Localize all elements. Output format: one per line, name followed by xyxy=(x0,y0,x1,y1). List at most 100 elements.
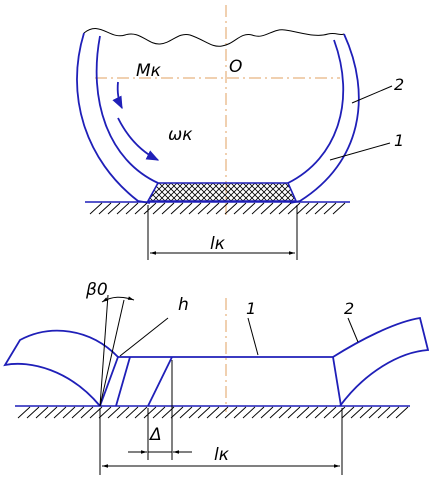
hatch-stroke xyxy=(152,406,166,419)
delta-label: Δ xyxy=(148,425,162,445)
hatch-stroke xyxy=(152,202,166,215)
hatch-stroke xyxy=(233,406,247,419)
hatch-stroke xyxy=(377,406,391,419)
hatch-stroke xyxy=(170,202,184,215)
callout-2-top: 2 xyxy=(394,75,404,94)
hatch-stroke xyxy=(188,202,202,215)
hatch-stroke xyxy=(395,406,409,419)
hatch-stroke xyxy=(305,202,319,215)
hatch-stroke xyxy=(71,406,85,419)
hatch-stroke xyxy=(251,406,265,419)
left-wall-inner xyxy=(99,356,119,407)
hatch-stroke xyxy=(341,406,355,419)
hatch-stroke xyxy=(179,406,193,419)
hatch-stroke xyxy=(107,202,121,215)
hatch-stroke xyxy=(161,202,175,215)
hatch-stroke xyxy=(143,406,157,419)
hatch-stroke xyxy=(62,406,76,419)
hatch-stroke xyxy=(44,406,58,419)
ground-hatching-top xyxy=(89,202,346,215)
hatch-stroke xyxy=(125,406,139,419)
hatch-stroke xyxy=(287,202,301,215)
hatch-stroke xyxy=(242,406,256,419)
hatch-stroke xyxy=(269,406,283,419)
top-view: Mк O ωк 2 1 lк xyxy=(76,5,404,260)
callout-1-leader-top xyxy=(329,142,391,161)
hatch-stroke xyxy=(269,202,283,215)
hatch-stroke xyxy=(98,406,112,419)
hatch-stroke xyxy=(53,406,67,419)
hatch-stroke xyxy=(323,406,337,419)
hatch-stroke xyxy=(107,406,121,419)
hatch-stroke xyxy=(278,406,292,419)
hatch-stroke xyxy=(233,202,247,215)
beta-ref-vertical xyxy=(99,294,109,407)
callout-2-bottom: 2 xyxy=(344,299,354,318)
right-wall-inner xyxy=(332,356,342,407)
moment-arrow xyxy=(112,81,123,110)
deformed-element-right xyxy=(147,356,173,407)
hatch-stroke xyxy=(116,406,130,419)
h-label: h xyxy=(178,295,189,315)
tyre-outer-contour-right xyxy=(289,33,360,204)
hatch-stroke xyxy=(215,202,229,215)
callout-1-top: 1 xyxy=(394,131,404,150)
beta-arc xyxy=(101,296,135,303)
hatch-stroke xyxy=(134,406,148,419)
hatch-stroke xyxy=(26,406,40,419)
bottom-view: β0 h 1 2 Δ lк xyxy=(3,280,429,475)
hatch-stroke xyxy=(89,202,103,215)
tyre-inner-contour-right xyxy=(287,39,345,184)
break-line xyxy=(83,28,345,47)
hatch-stroke xyxy=(224,406,238,419)
tyre-outer-contour xyxy=(76,32,151,204)
left-tyre-wall xyxy=(3,329,119,407)
callout-2-leader-bottom xyxy=(347,317,359,343)
hatch-stroke xyxy=(287,406,301,419)
h-leader xyxy=(119,317,169,357)
hatch-stroke xyxy=(215,406,229,419)
hatch-stroke xyxy=(314,406,328,419)
callout-2-leader-top xyxy=(351,85,393,104)
omega-label: ωк xyxy=(168,125,193,145)
callout-1-bottom: 1 xyxy=(246,299,256,318)
center-label: O xyxy=(229,57,242,77)
hatch-stroke xyxy=(125,202,139,215)
hatch-stroke xyxy=(359,406,373,419)
hatch-stroke xyxy=(323,202,337,215)
hatch-stroke xyxy=(251,202,265,215)
callout-1-leader-bottom xyxy=(247,317,259,356)
contact-length-label-bottom: lк xyxy=(214,445,230,465)
hatch-stroke xyxy=(260,406,274,419)
beta-ref-inclined xyxy=(99,299,125,407)
hatch-stroke xyxy=(368,406,382,419)
hatch-stroke xyxy=(332,406,346,419)
ground-hatching-bottom xyxy=(17,406,409,419)
tyre-inner-contour xyxy=(95,35,159,184)
hatch-stroke xyxy=(314,202,328,215)
hatch-stroke xyxy=(116,202,130,215)
hatch-stroke xyxy=(296,406,310,419)
beta-label: β0 xyxy=(85,280,108,300)
hatch-stroke xyxy=(80,406,94,419)
hatch-stroke xyxy=(206,406,220,419)
hatch-stroke xyxy=(206,202,220,215)
angular-velocity-arrow xyxy=(117,117,160,161)
hatch-stroke xyxy=(35,406,49,419)
hatch-stroke xyxy=(332,202,346,215)
hatch-stroke xyxy=(188,406,202,419)
deformed-element-left xyxy=(115,356,131,407)
hatch-stroke xyxy=(350,406,364,419)
right-tyre-wall xyxy=(332,316,429,407)
hatch-stroke xyxy=(197,202,211,215)
hatch-stroke xyxy=(134,202,148,215)
contact-length-label-top: lк xyxy=(210,234,226,254)
moment-label: Mк xyxy=(136,61,162,81)
hatch-stroke xyxy=(17,406,31,419)
hatch-stroke xyxy=(98,202,112,215)
hatch-stroke xyxy=(197,406,211,419)
hatch-stroke xyxy=(179,202,193,215)
hatch-stroke xyxy=(224,202,238,215)
